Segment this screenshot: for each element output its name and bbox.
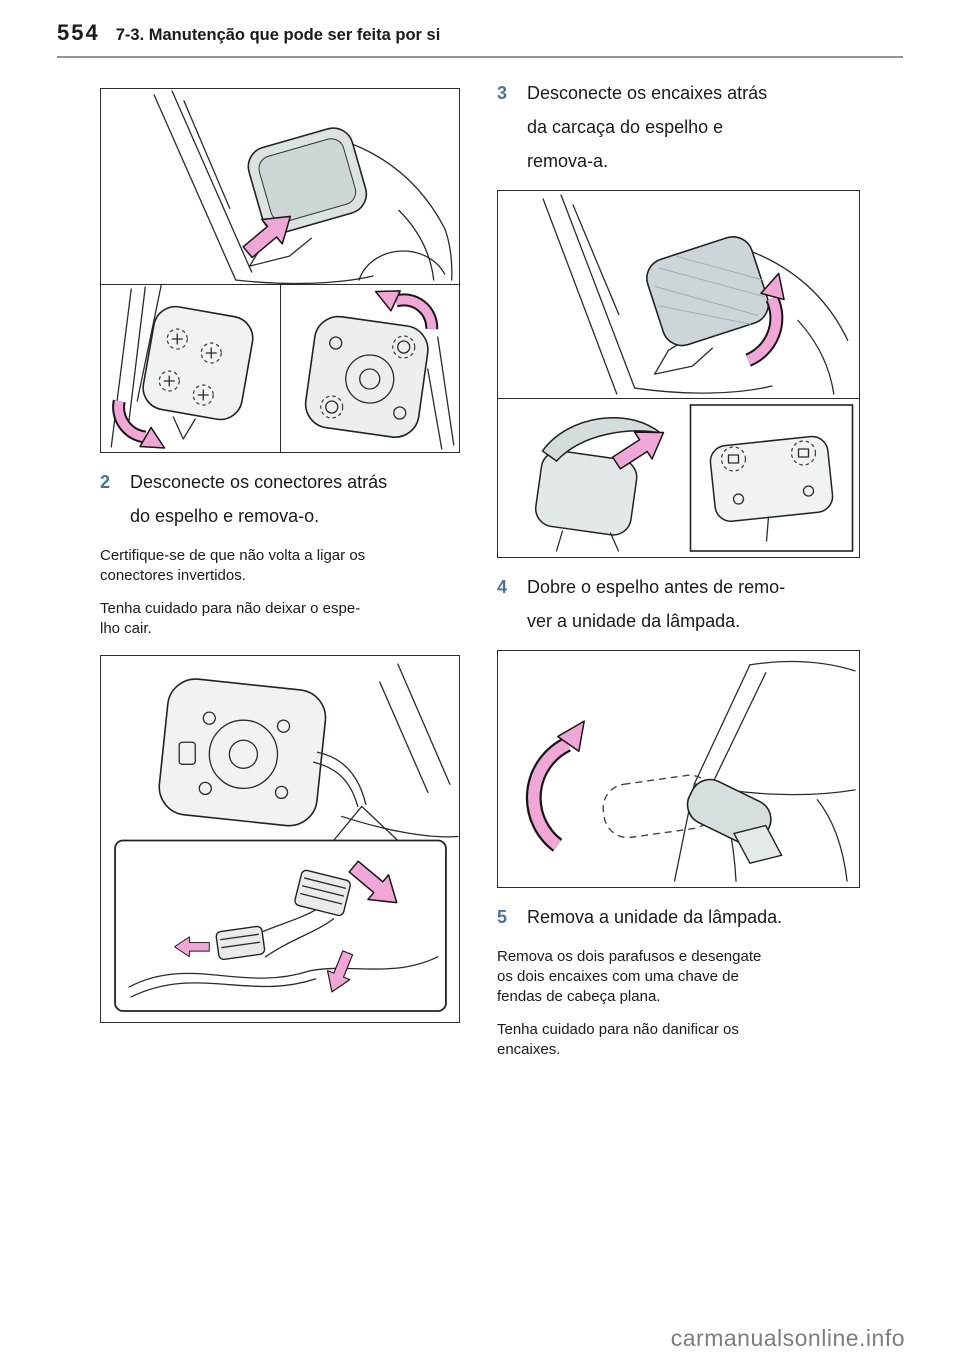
illustration-mirror-on-car: [101, 89, 459, 285]
section-title: 7-3. Manutenção que pode ser feita por s…: [115, 26, 441, 44]
car-body-lines: [153, 90, 453, 284]
pink-arrow-icon: [348, 860, 398, 904]
step-4-text: Dobre o espelho antes de remo- ver a uni…: [527, 577, 786, 631]
step-5-number: 5: [497, 907, 508, 927]
harness-wires: [128, 908, 439, 998]
watermark: carmanualsonline.info: [670, 1325, 905, 1351]
figure-connector-detail: [100, 655, 460, 1023]
cover-inner-frame: [689, 404, 854, 552]
car-body-lines: [542, 194, 849, 395]
housing-plate: [304, 315, 429, 438]
step-2-number: 2: [100, 472, 111, 492]
mirror-glass-plate: [142, 305, 254, 421]
left-column: 2 Desconecte os conectores atrás do espe…: [100, 70, 460, 1023]
step-5-text: Remova a unidade da lâmpada.: [527, 907, 783, 927]
step-4: 4 Dobre o espelho antes de remo- ver a u…: [497, 570, 860, 638]
clip-highlight: [790, 440, 817, 466]
pink-arrow-icon: [326, 950, 354, 993]
curved-arrow-icon: [525, 720, 585, 852]
step-3: 3 Desconecte os encaixes atrás da carcaç…: [497, 76, 860, 178]
wires: [312, 751, 399, 842]
step-3-number: 3: [497, 83, 508, 103]
mirror-back-plate: [158, 678, 327, 827]
screw-markers: [158, 328, 222, 406]
car-body-lines: [341, 663, 459, 838]
illustration-mirror-housing-back: [281, 285, 460, 452]
housing-with-cover: [534, 416, 661, 552]
step-2-note-1: Certifique-se de que não volta a ligar o…: [100, 547, 366, 584]
mirror-housing: [646, 236, 770, 375]
pink-arrow-icon: [611, 431, 665, 470]
page-header: 554 7-3. Manutenção que pode ser feita p…: [57, 20, 440, 46]
screw-highlight: [319, 395, 343, 419]
figure-mirror-fold: [497, 650, 860, 888]
figure-housing-removal: [497, 190, 860, 558]
step-2: 2 Desconecte os conectores atrás do espe…: [100, 465, 460, 533]
connector-a: [294, 869, 351, 917]
clip-highlight: [720, 446, 747, 472]
step-5: 5 Remova a unidade da lâmpada.: [497, 900, 860, 934]
right-column: 3 Desconecte os encaixes atrás da carcaç…: [497, 70, 860, 1060]
pink-arrow-icon: [174, 936, 210, 958]
illustration-mirror-glass-back: [101, 285, 281, 452]
curved-arrow-icon: [112, 399, 166, 449]
illustration-housing-on-car: [498, 191, 859, 399]
connector-b: [215, 925, 266, 961]
motor-plate: [324, 336, 410, 420]
door-edge-lines: [426, 336, 454, 450]
illustration-mirror-back-panels: [101, 285, 459, 452]
screw-highlight: [391, 335, 415, 359]
step-2-text: Desconecte os conectores atrás do espelh…: [130, 472, 388, 526]
curved-arrow-icon: [374, 290, 438, 330]
illustration-cover-clips: [498, 399, 859, 557]
curved-arrow-icon: [745, 272, 785, 367]
side-mirror: [247, 127, 368, 267]
step-2-note-2: Tenha cuidado para não deixar o espe- lh…: [100, 600, 361, 637]
step-5-note-2: Tenha cuidado para não danificar os enca…: [497, 1021, 739, 1058]
connector-detail-box: [114, 839, 447, 1012]
step-4-number: 4: [497, 577, 508, 597]
step-3-text: Desconecte os encaixes atrás da carcaça …: [527, 83, 768, 171]
pink-arrow-icon: [242, 215, 292, 259]
cover-clips: [727, 448, 815, 542]
header-divider: [57, 56, 903, 58]
figure-mirror-glass-removal: [100, 88, 460, 453]
step-5-note-1: Remova os dois parafusos e desengate os …: [497, 948, 762, 1005]
page-number: 554: [57, 20, 100, 45]
mirror-folded: [686, 778, 783, 865]
